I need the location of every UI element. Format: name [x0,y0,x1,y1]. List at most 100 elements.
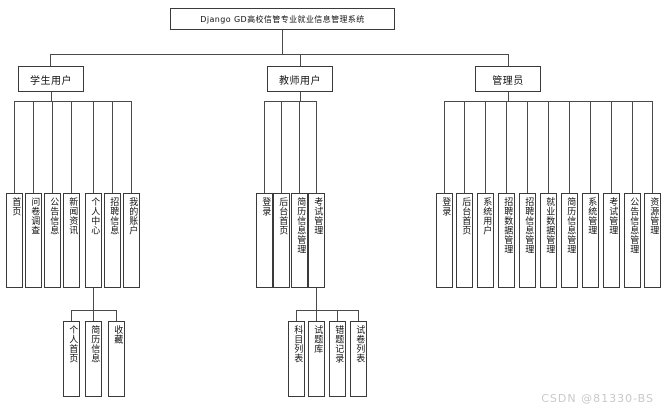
connector-student-bus [14,101,131,102]
connector-teacher-child-2 [299,101,300,193]
leaf-teacher-2[interactable]: 简历信息管理 [291,193,308,288]
leaf-student-6-label: 我的账户 [127,197,138,235]
leaf-admin-1[interactable]: 后台首页 [456,193,473,288]
connector-root-to-teacher [300,54,301,66]
connector-personal-center-child-0 [71,310,72,321]
branch-node-teacher-label: 教师用户 [279,75,321,87]
connector-personal-center-stem [93,288,94,310]
branch-node-student[interactable]: 学生用户 [18,66,84,92]
leaf-student-5-label: 招聘信息 [108,197,119,235]
leaf-personal-center-0[interactable]: 个人首页 [63,321,80,397]
leaf-student-2[interactable]: 公告信息 [44,193,61,288]
leaf-admin-3-label: 招聘数据管理 [502,197,513,254]
leaf-admin-0[interactable]: 登录 [436,193,453,288]
connector-student-child-3 [71,101,72,193]
connector-personal-center-child-2 [116,310,117,321]
leaf-student-1[interactable]: 问卷调查 [25,193,42,288]
leaf-admin-9[interactable]: 公告信息管理 [624,193,641,288]
leaf-admin-4[interactable]: 招聘信息管理 [519,193,536,288]
leaf-admin-10-label: 资源管理 [648,197,659,235]
connector-exam-mgmt-stem [316,288,317,310]
connector-student-child-6 [131,101,132,193]
connector-admin-child-0 [444,101,445,193]
connector-student-child-5 [112,101,113,193]
leaf-exam-mgmt-1[interactable]: 试题库 [308,321,325,397]
leaf-student-0[interactable]: 首页 [6,193,23,288]
leaf-teacher-1[interactable]: 后台首页 [273,193,290,288]
leaf-admin-7[interactable]: 系统管理 [582,193,599,288]
leaf-personal-center-2[interactable]: 收藏 [108,321,125,397]
connector-student-child-0 [14,101,15,193]
leaf-student-4[interactable]: 个人中心 [85,193,102,288]
connector-admin-child-6 [569,101,570,193]
leaf-student-5[interactable]: 招聘信息 [104,193,121,288]
leaf-student-3[interactable]: 新闻资讯 [63,193,80,288]
branch-node-student-label: 学生用户 [30,75,72,87]
leaf-admin-5[interactable]: 就业数据管理 [540,193,557,288]
leaf-exam-mgmt-2-label: 错题记录 [333,325,344,363]
connector-admin-child-8 [611,101,612,193]
connector-admin-child-4 [527,101,528,193]
branch-node-teacher[interactable]: 教师用户 [267,66,333,92]
root-node[interactable]: Django GD高校信管专业就业信息管理系统 [170,8,395,30]
leaf-admin-5-label: 就业数据管理 [544,197,555,254]
leaf-teacher-0-label: 登录 [260,197,271,216]
leaf-student-0-label: 首页 [10,197,21,216]
leaf-student-2-label: 公告信息 [48,197,59,235]
leaf-admin-6[interactable]: 简历信息管理 [561,193,578,288]
leaf-admin-1-label: 后台首页 [460,197,471,235]
watermark-text: CSDN @81330-BS [541,392,654,405]
leaf-admin-9-label: 公告信息管理 [628,197,639,254]
leaf-admin-2[interactable]: 系统用户 [477,193,494,288]
leaf-admin-10[interactable]: 资源管理 [644,193,661,288]
connector-admin-child-3 [506,101,507,193]
leaf-admin-6-label: 简历信息管理 [565,197,576,254]
leaf-admin-3[interactable]: 招聘数据管理 [498,193,515,288]
leaf-admin-8[interactable]: 考试管理 [603,193,620,288]
leaf-exam-mgmt-1-label: 试题库 [312,325,323,354]
connector-teacher-bus [264,101,316,102]
connector-teacher-child-0 [264,101,265,193]
connector-teacher-stem [300,92,301,101]
connector-student-stem [51,92,52,101]
connector-root-stem [282,30,283,54]
connector-admin-child-2 [485,101,486,193]
leaf-admin-2-label: 系统用户 [481,197,492,235]
leaf-student-1-label: 问卷调查 [29,197,40,235]
leaf-student-6[interactable]: 我的账户 [123,193,140,288]
leaf-student-4-label: 个人中心 [89,197,100,235]
leaf-teacher-0[interactable]: 登录 [256,193,273,288]
connector-student-child-2 [52,101,53,193]
leaf-exam-mgmt-0[interactable]: 科目列表 [288,321,305,397]
leaf-personal-center-1-label: 简历信息 [89,325,100,363]
leaf-personal-center-1[interactable]: 简历信息 [85,321,102,397]
connector-root-to-student [50,54,51,66]
leaf-teacher-1-label: 后台首页 [277,197,288,235]
leaf-personal-center-2-label: 收藏 [112,325,123,344]
leaf-student-3-label: 新闻资讯 [67,197,78,235]
connector-admin-child-5 [548,101,549,193]
connector-exam-mgmt-child-2 [337,310,338,321]
leaf-teacher-2-label: 简历信息管理 [295,197,306,254]
leaf-teacher-3[interactable]: 考试管理 [308,193,325,288]
connector-personal-center-child-1 [93,310,94,321]
connector-root-bus [50,54,508,55]
branch-node-admin[interactable]: 管理员 [475,66,541,92]
connector-exam-mgmt-child-3 [358,310,359,321]
connector-student-child-1 [33,101,34,193]
connector-student-child-4 [93,101,94,193]
leaf-admin-8-label: 考试管理 [607,197,618,235]
leaf-personal-center-0-label: 个人首页 [67,325,78,363]
root-node-label: Django GD高校信管专业就业信息管理系统 [200,14,365,24]
connector-root-to-admin [508,54,509,66]
leaf-exam-mgmt-3[interactable]: 试卷列表 [350,321,367,397]
leaf-exam-mgmt-2[interactable]: 错题记录 [329,321,346,397]
connector-teacher-child-3 [316,101,317,193]
leaf-teacher-3-label: 考试管理 [312,197,323,235]
connector-exam-mgmt-child-0 [296,310,297,321]
branch-node-admin-label: 管理员 [492,75,524,87]
leaf-admin-7-label: 系统管理 [586,197,597,235]
connector-exam-mgmt-child-1 [316,310,317,321]
leaf-admin-4-label: 招聘信息管理 [523,197,534,254]
